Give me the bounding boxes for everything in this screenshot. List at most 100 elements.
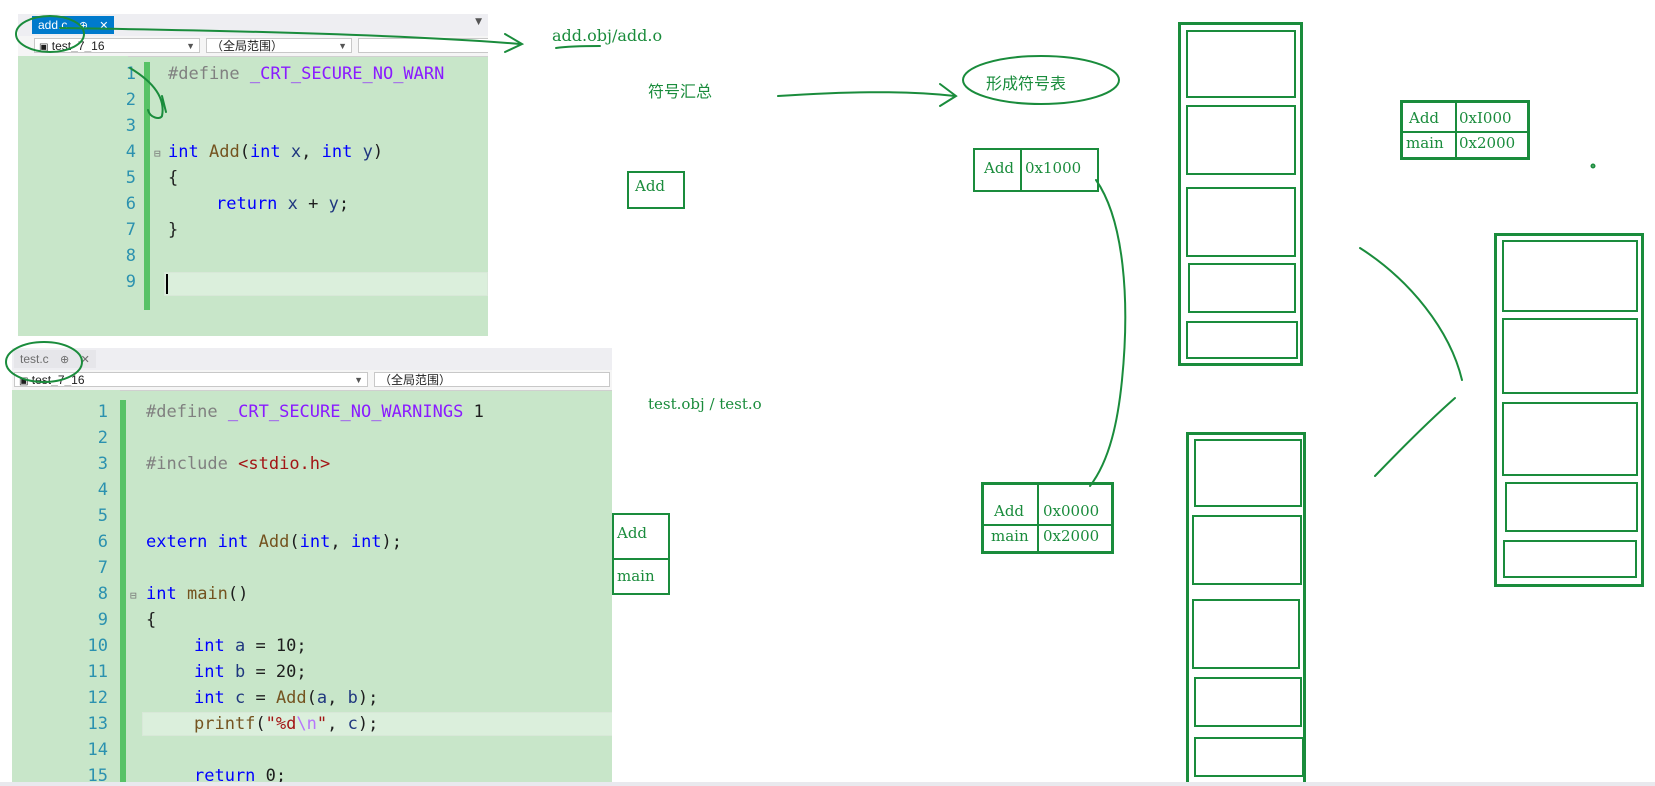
add-c-tabbar: add.c ⊕ ✕ ▼ (18, 14, 488, 36)
tab-label: add.c (38, 18, 68, 32)
line-number: 5 (97, 506, 108, 526)
scope-combo[interactable]: （全局范围） ▼ (206, 38, 352, 53)
section-box (1186, 30, 1296, 98)
chevron-down-icon: ▼ (354, 375, 363, 385)
test-c-navbar: ▣ test_7_16 ▼ （全局范围） (12, 370, 612, 391)
executable-file-stack (1494, 233, 1644, 587)
scope-combo-value: （全局范围） (211, 39, 284, 53)
cell-divider (614, 558, 668, 560)
line-number: 2 (97, 428, 108, 448)
section-box (1503, 540, 1637, 578)
code-line-15: return 0; (194, 766, 287, 786)
symbol-address: 0x2000 (1043, 527, 1100, 545)
code-line-11: int b = 20; (194, 662, 307, 682)
stray-dot (1590, 163, 1596, 169)
test-symbol-box: Add main (612, 513, 670, 595)
text-caret (166, 274, 168, 294)
relocation-curve (1089, 179, 1127, 487)
line-number: 12 (87, 688, 108, 708)
cell-divider (1020, 150, 1022, 190)
line-number: 3 (125, 116, 136, 136)
line-number: 8 (97, 584, 108, 604)
section-box (1188, 263, 1296, 313)
pin-icon[interactable]: ⊕ (78, 20, 88, 32)
project-icon: ▣ (19, 376, 29, 387)
project-combo[interactable]: ▣ test_7_16 ▼ (14, 372, 368, 387)
code-line-6: return x + y; (216, 194, 350, 214)
line-number: 7 (97, 558, 108, 578)
line-number: 9 (125, 272, 136, 292)
code-line-5: { (168, 168, 179, 188)
section-box (1192, 515, 1302, 585)
scope-combo[interactable]: （全局范围） (374, 372, 610, 387)
line-number-gutter (12, 390, 120, 786)
section-box (1502, 240, 1638, 312)
merge-curve-upper (1359, 247, 1463, 381)
symbol-name: main (991, 527, 1029, 545)
code-line-1: #define _CRT_SECURE_NO_WARNINGS 1 (146, 402, 484, 422)
symbol-address: 0x0000 (1043, 502, 1100, 520)
test-obj-label: test.obj / test.o (648, 395, 762, 413)
symbol-name: Add (635, 177, 666, 195)
project-combo[interactable]: ▣ test_7_16 ▼ (34, 38, 200, 53)
line-number: 15 (87, 766, 108, 786)
form-symbol-table-label: 形成符号表 (986, 74, 1067, 93)
code-line-9: { (146, 610, 157, 630)
section-box (1502, 402, 1638, 476)
tab-test-c[interactable]: test.c ⊕ ✕ (14, 350, 96, 368)
code-line-12: int c = Add(a, b); (194, 688, 379, 708)
add-symbol-table: Add 0x1000 (973, 148, 1099, 192)
cell-divider (1455, 103, 1457, 157)
section-box (1194, 439, 1302, 507)
change-tracking-bar (120, 400, 126, 786)
cell-divider (1037, 485, 1039, 551)
tab-list-dropdown-icon[interactable]: ▼ (475, 17, 482, 27)
chevron-down-icon: ▼ (338, 41, 347, 51)
close-icon[interactable]: ✕ (99, 20, 109, 32)
project-combo-value: test_7_16 (51, 39, 105, 53)
line-number: 10 (87, 636, 108, 656)
code-line-6: extern int Add(int, int); (146, 532, 403, 552)
line-number: 8 (125, 246, 136, 266)
line-number: 7 (125, 220, 136, 240)
tab-add-c[interactable]: add.c ⊕ ✕ (32, 16, 115, 34)
line-number: 3 (97, 454, 108, 474)
member-combo[interactable]: ▼ (358, 38, 488, 53)
section-box (1194, 737, 1304, 777)
test-c-tabbar: test.c ⊕ ✕ (12, 348, 612, 370)
add-symbol-box: Add (627, 171, 685, 209)
cell-divider (984, 524, 1111, 526)
section-box (1186, 105, 1296, 175)
change-tracking-bar (144, 62, 150, 310)
chevron-down-icon: ▼ (186, 41, 195, 51)
project-icon: ▣ (39, 42, 49, 53)
code-line-13: printf("%d\n", c); (194, 714, 379, 734)
line-number: 13 (87, 714, 108, 734)
line-number: 6 (97, 532, 108, 552)
test-symbol-table: Add 0x0000 main 0x2000 (981, 482, 1114, 554)
close-icon[interactable]: ✕ (80, 354, 90, 366)
line-number: 2 (125, 90, 136, 110)
add-c-editor: add.c ⊕ ✕ ▼ ▣ test_7_16 ▼ （全局范围） ▼ ▼ 1 2… (18, 14, 488, 336)
fold-toggle-icon[interactable]: ⊟ (130, 589, 137, 602)
add-c-navbar: ▣ test_7_16 ▼ （全局范围） ▼ ▼ (18, 36, 488, 57)
add-obj-file-stack (1178, 22, 1303, 366)
current-line-highlight (142, 712, 612, 736)
symbol-name: main (617, 567, 655, 585)
test-obj-file-stack (1186, 432, 1306, 786)
symbol-address: 0x2000 (1459, 134, 1516, 152)
fold-toggle-icon[interactable]: ⊟ (154, 147, 161, 160)
merge-curve-lower (1374, 397, 1456, 477)
cell-divider (1403, 131, 1527, 133)
line-number: 1 (125, 64, 136, 84)
current-line-highlight (164, 272, 488, 296)
symbol-name: Add (1409, 109, 1440, 127)
code-line-3: #include <stdio.h> (146, 454, 331, 474)
symbol-address: 0x1000 (1025, 159, 1082, 177)
line-number: 1 (97, 402, 108, 422)
pin-icon[interactable]: ⊕ (60, 354, 70, 366)
line-number-gutter (18, 56, 128, 336)
code-line-4: int Add(int x, int y) (168, 142, 384, 162)
add-obj-underline (555, 45, 601, 49)
test-c-editor: test.c ⊕ ✕ ▣ test_7_16 ▼ （全局范围） 1 2 3 4 … (12, 348, 612, 786)
